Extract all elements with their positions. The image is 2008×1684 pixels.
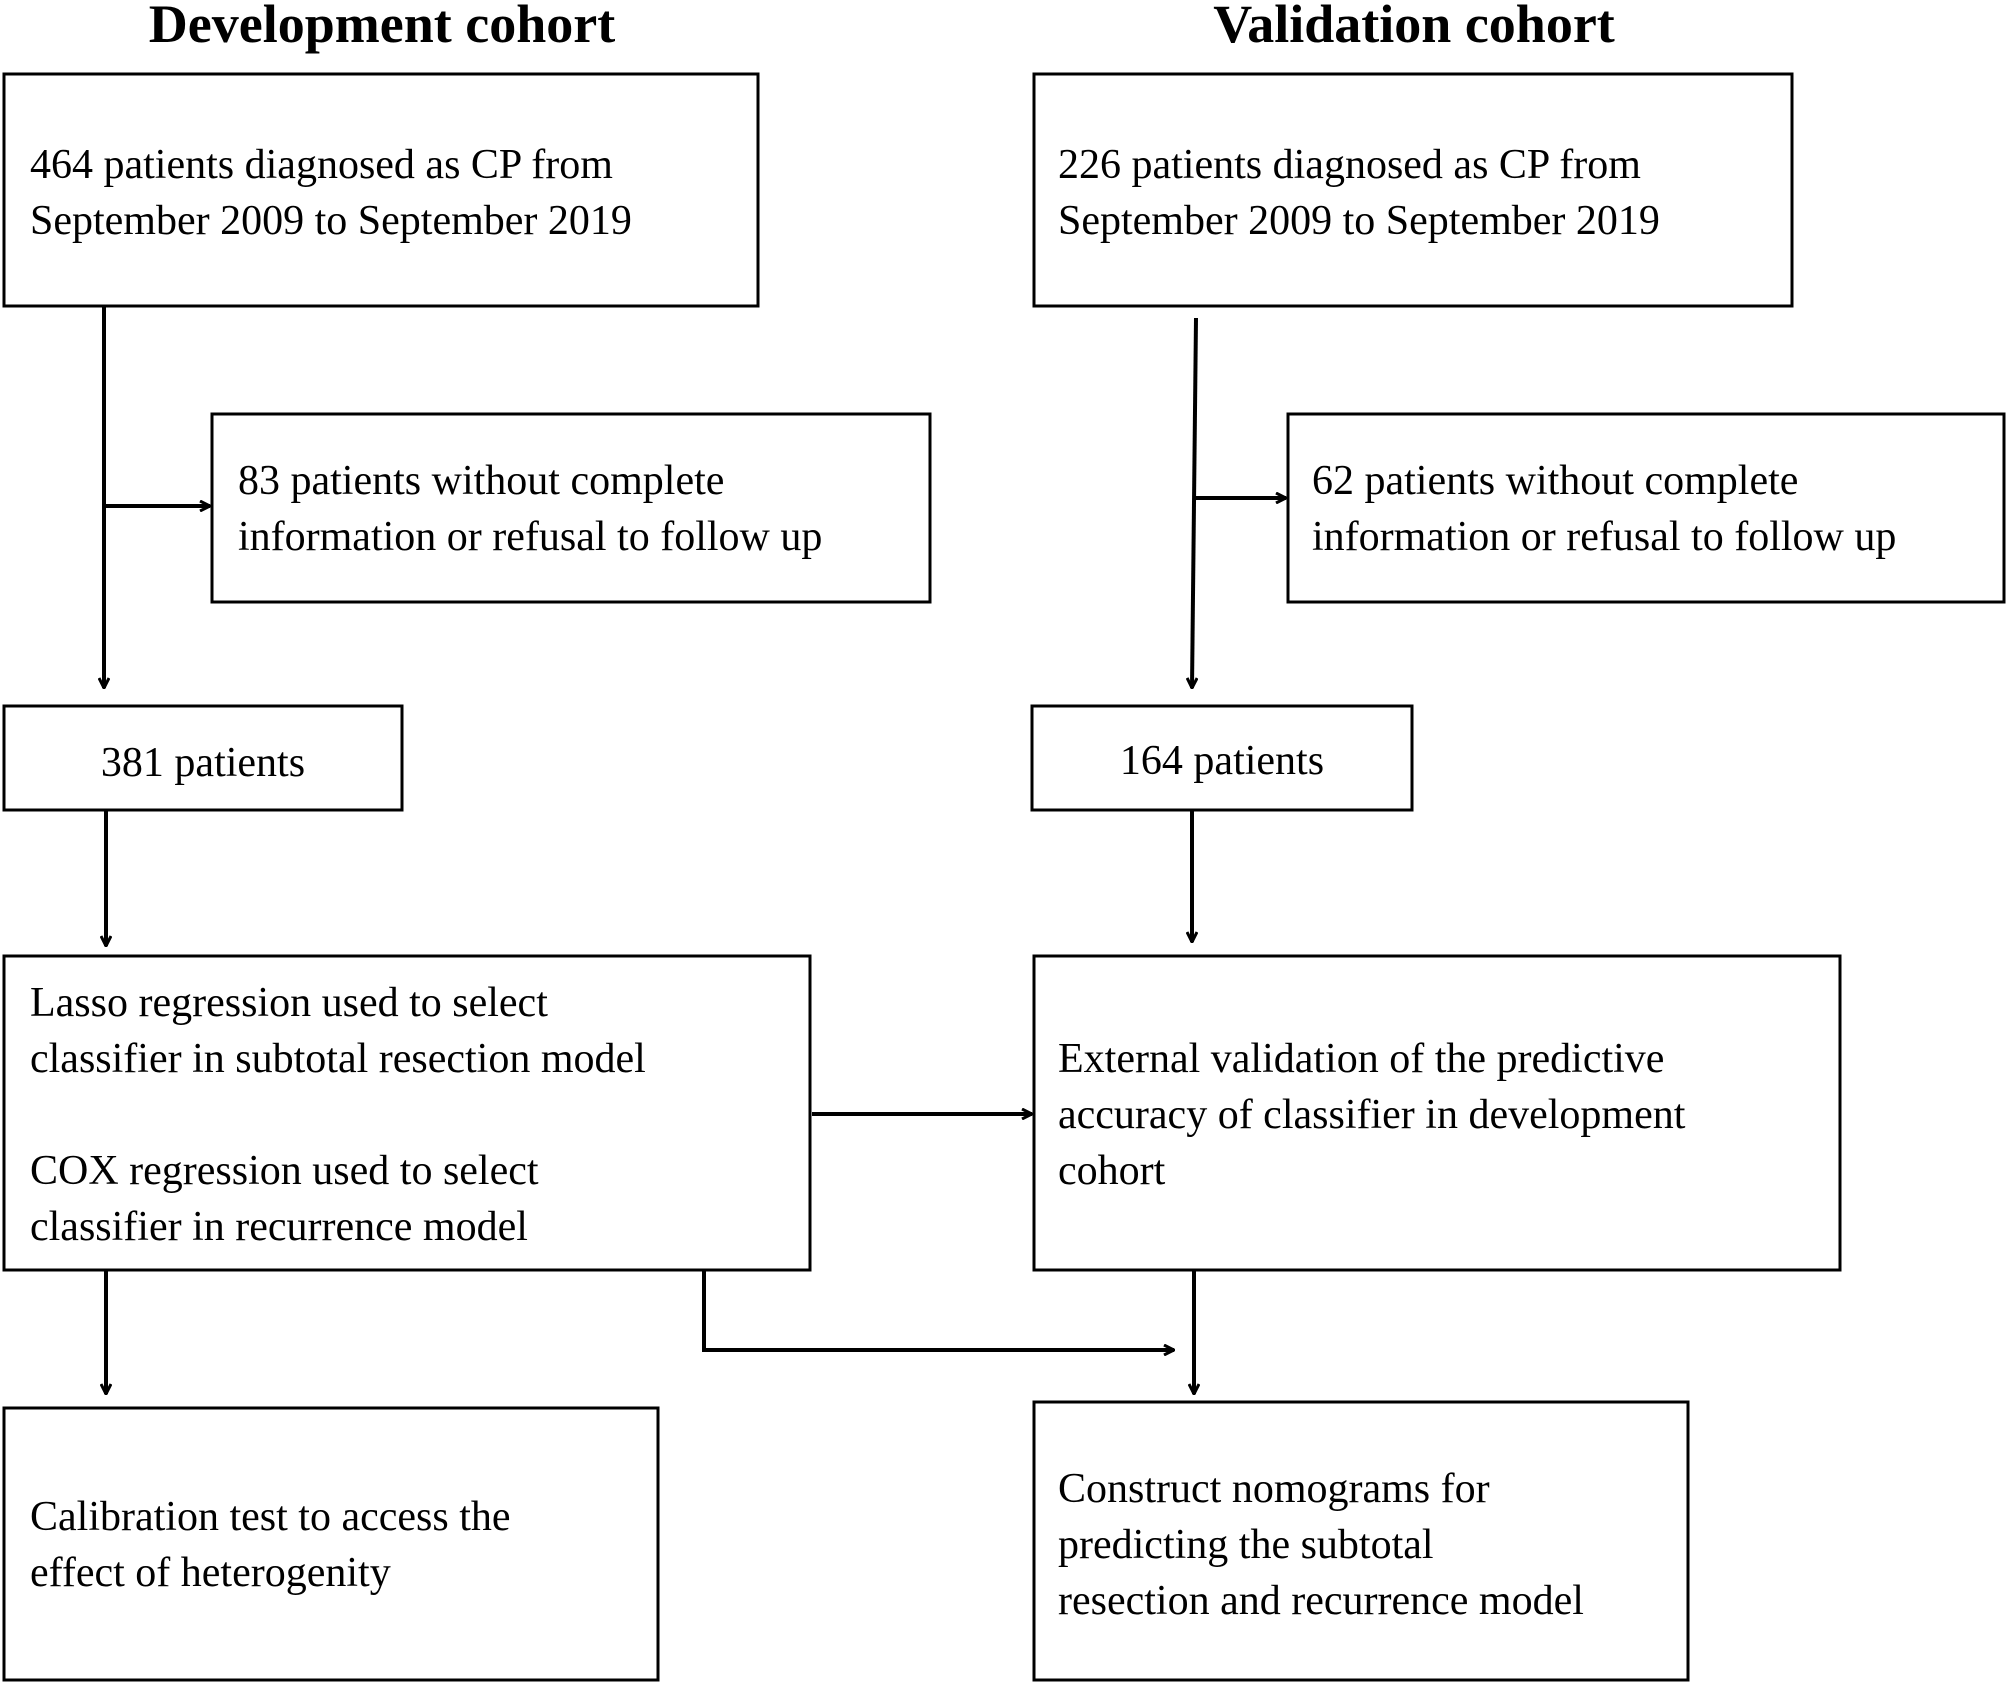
arrow-val-initial-to-count (1192, 317, 1196, 688)
nomograms-box: Construct nomograms for predicting the s… (1032, 1400, 1690, 1682)
development-cohort-header: Development cohort (149, 0, 615, 54)
val-count-text: 164 patients (1120, 738, 1324, 784)
dev-excluded-box: 83 patients without complete information… (210, 412, 932, 604)
val-count-box: 164 patients (1030, 704, 1414, 812)
val-external-box: External validation of the predictive ac… (1032, 954, 1842, 1272)
dev-excluded-text: 83 patients without complete information… (238, 458, 822, 560)
val-initial-text: 226 patients diagnosed as CP from Septem… (1058, 142, 1660, 244)
dev-count-box: 381 patients (2, 704, 404, 812)
validation-cohort-header: Validation cohort (1213, 0, 1615, 54)
val-excluded-box: 62 patients without complete information… (1286, 412, 2006, 604)
dev-initial-box: 464 patients diagnosed as CP from Septem… (2, 72, 760, 308)
val-initial-box: 226 patients diagnosed as CP from Septem… (1032, 72, 1794, 308)
dev-regression-text: Lasso regression used to select classifi… (30, 980, 656, 1250)
nomograms-text: Construct nomograms for predicting the s… (1058, 1466, 1584, 1624)
dev-regression-box: Lasso regression used to select classifi… (2, 954, 812, 1272)
dev-initial-text: 464 patients diagnosed as CP from Septem… (30, 142, 632, 244)
dev-count-text: 381 patients (101, 740, 305, 786)
val-excluded-text: 62 patients without complete information… (1312, 458, 1896, 560)
dev-calibration-box: Calibration test to access the effect of… (2, 1406, 660, 1682)
val-external-text: External validation of the predictive ac… (1058, 1036, 1696, 1194)
arrow-dev-regression-to-nomograms (702, 1270, 1174, 1350)
dev-calibration-text: Calibration test to access the effect of… (30, 1494, 521, 1596)
